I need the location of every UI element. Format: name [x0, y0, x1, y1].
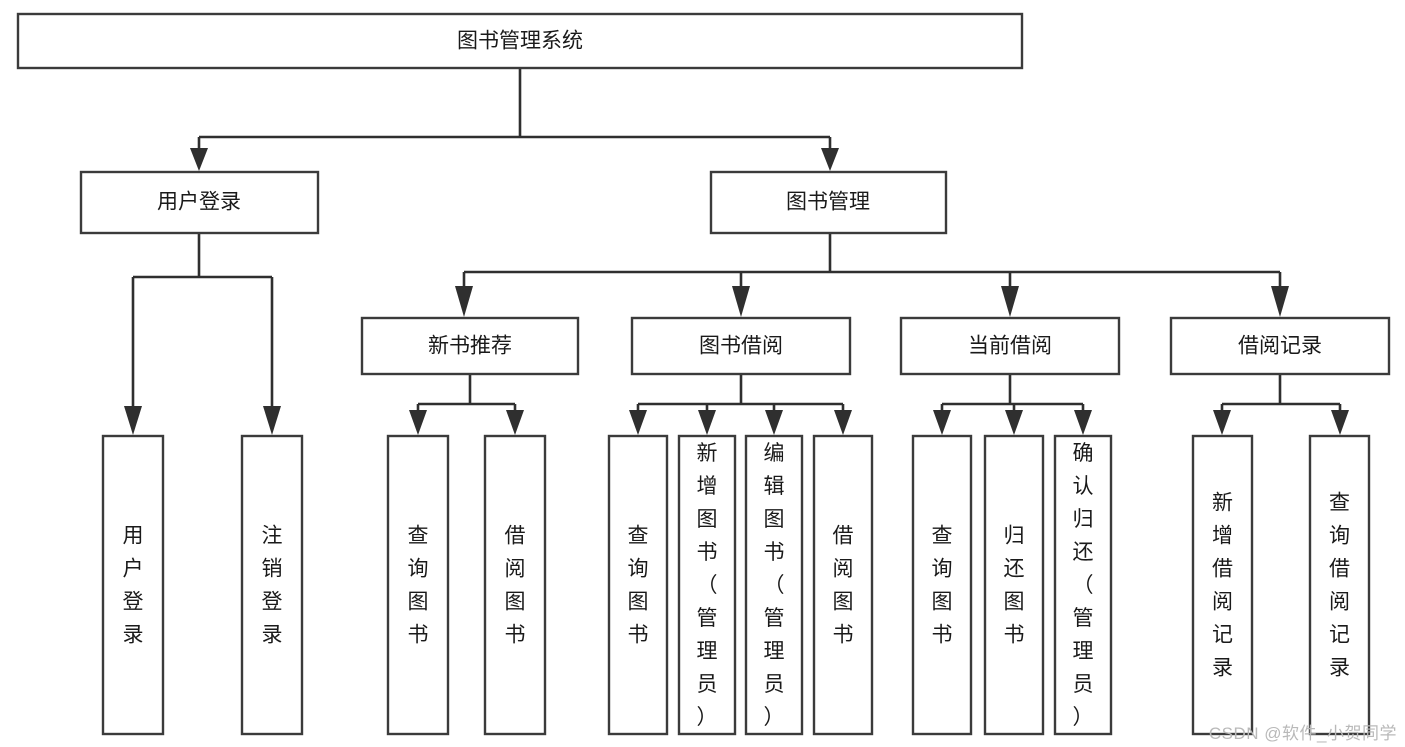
- arrow-head-leaf-return-book: [1005, 410, 1023, 435]
- node-leaf-query-book-current-label: 查询图书: [932, 525, 953, 647]
- node-user-login-label: 用户登录: [157, 191, 241, 214]
- node-leaf-add-borrow-record[interactable]: 新增借阅记录: [1191, 434, 1254, 736]
- node-leaf-add-borrow-record-label: 新增借阅记录: [1212, 492, 1233, 680]
- node-leaf-query-borrow-record-box[interactable]: [1308, 434, 1371, 736]
- node-leaf-user-login-box[interactable]: [101, 434, 165, 736]
- node-leaf-confirm-return-admin-box[interactable]: [1053, 434, 1113, 736]
- node-borrow-record[interactable]: 借阅记录: [1169, 316, 1391, 376]
- node-leaf-edit-book-admin-label: 编辑图书（管理员）: [764, 442, 785, 729]
- arrow-head-book-management: [821, 148, 839, 171]
- arrow-head-leaf-user-login: [124, 406, 142, 435]
- node-root[interactable]: 图书管理系统: [16, 12, 1024, 70]
- node-current-borrow-box[interactable]: [899, 316, 1121, 376]
- node-leaf-logout-label: 注销登录: [262, 525, 283, 647]
- node-book-borrow-box[interactable]: [630, 316, 852, 376]
- arrow-head-leaf-confirm-return-admin: [1074, 410, 1092, 435]
- node-leaf-borrow-book-recommend-label: 借阅图书: [505, 525, 526, 647]
- arrow-head-borrow-record: [1271, 286, 1289, 317]
- node-leaf-query-book-recommend[interactable]: 查询图书: [386, 434, 450, 736]
- node-leaf-query-book-borrow-label: 查询图书: [628, 525, 649, 647]
- node-leaf-add-borrow-record-box[interactable]: [1191, 434, 1254, 736]
- node-book-borrow-label: 图书借阅: [699, 335, 783, 358]
- arrow-head-current-borrow: [1001, 286, 1019, 317]
- node-leaf-query-book-recommend-label: 查询图书: [408, 525, 429, 647]
- node-book-management-box[interactable]: [709, 170, 948, 235]
- node-leaf-borrow-book-recommend-box[interactable]: [483, 434, 547, 736]
- node-leaf-query-book-recommend-box[interactable]: [386, 434, 450, 736]
- node-current-borrow-label: 当前借阅: [968, 335, 1052, 358]
- node-leaf-borrow-book-recommend[interactable]: 借阅图书: [483, 434, 547, 736]
- node-leaf-user-login[interactable]: 用户登录: [101, 434, 165, 736]
- node-leaf-edit-book-admin-box[interactable]: [744, 434, 804, 736]
- node-leaf-user-login-label: 用户登录: [123, 525, 144, 647]
- node-leaf-logout[interactable]: 注销登录: [240, 434, 304, 736]
- node-leaf-query-book-current-box[interactable]: [911, 434, 973, 736]
- node-leaf-query-borrow-record[interactable]: 查询借阅记录: [1308, 434, 1371, 736]
- arrow-head-leaf-query-book-current: [933, 410, 951, 435]
- node-leaf-borrow-book-box[interactable]: [812, 434, 874, 736]
- node-leaf-query-borrow-record-label: 查询借阅记录: [1329, 492, 1350, 680]
- node-leaf-logout-box[interactable]: [240, 434, 304, 736]
- node-leaf-query-book-borrow-box[interactable]: [607, 434, 669, 736]
- node-leaf-return-book-label: 归还图书: [1004, 525, 1025, 647]
- node-new-book-recommend-box[interactable]: [360, 316, 580, 376]
- node-leaf-edit-book-admin[interactable]: 编辑图书（管理员）: [744, 434, 804, 736]
- node-user-login-box[interactable]: [79, 170, 320, 235]
- leaf-layer: 用户登录 注销登录 查询图书 借阅图书 查询图书 新增图书（管理员） 编辑图书（管理员） 借阅…: [101, 434, 1371, 736]
- arrow-head-leaf-query-book-recommend: [409, 410, 427, 435]
- node-new-book-recommend-label: 新书推荐: [428, 335, 512, 358]
- node-leaf-borrow-book-label: 借阅图书: [833, 525, 854, 647]
- node-leaf-add-book-admin-label: 新增图书（管理员）: [697, 442, 718, 729]
- node-root-label: 图书管理系统: [457, 30, 583, 53]
- node-user-login[interactable]: 用户登录: [79, 170, 320, 235]
- arrow-head-leaf-borrow-book-recommend: [506, 410, 524, 435]
- node-leaf-confirm-return-admin[interactable]: 确认归还（管理员）: [1053, 434, 1113, 736]
- arrow-head-leaf-edit-book-admin: [765, 410, 783, 435]
- node-leaf-query-book-current[interactable]: 查询图书: [911, 434, 973, 736]
- csdn-watermark: CSDN @软件_小贺同学: [1208, 724, 1397, 743]
- node-root-box[interactable]: [16, 12, 1024, 70]
- node-book-borrow[interactable]: 图书借阅: [630, 316, 852, 376]
- node-new-book-recommend[interactable]: 新书推荐: [360, 316, 580, 376]
- arrow-head-book-borrow: [732, 286, 750, 317]
- arrow-head-leaf-query-book-borrow: [629, 410, 647, 435]
- node-leaf-confirm-return-admin-label: 确认归还（管理员）: [1073, 442, 1094, 729]
- node-leaf-query-book-borrow[interactable]: 查询图书: [607, 434, 669, 736]
- node-leaf-add-book-admin[interactable]: 新增图书（管理员）: [677, 434, 737, 736]
- connector-layer: [124, 68, 1349, 435]
- arrow-head-leaf-borrow-book: [834, 410, 852, 435]
- arrow-head-leaf-add-borrow-record: [1213, 410, 1231, 435]
- node-current-borrow[interactable]: 当前借阅: [899, 316, 1121, 376]
- arrow-head-leaf-query-borrow-record: [1331, 410, 1349, 435]
- node-book-management-label: 图书管理: [786, 191, 870, 214]
- arrow-head-leaf-add-book-admin: [698, 410, 716, 435]
- node-leaf-return-book[interactable]: 归还图书: [983, 434, 1045, 736]
- node-borrow-record-box[interactable]: [1169, 316, 1391, 376]
- node-book-management[interactable]: 图书管理: [709, 170, 948, 235]
- node-leaf-borrow-book[interactable]: 借阅图书: [812, 434, 874, 736]
- node-borrow-record-label: 借阅记录: [1238, 335, 1322, 358]
- arrow-head-leaf-logout: [263, 406, 281, 435]
- node-leaf-return-book-box[interactable]: [983, 434, 1045, 736]
- arrow-head-user-login: [190, 148, 208, 171]
- node-leaf-add-book-admin-box[interactable]: [677, 434, 737, 736]
- arrow-head-new-book-recommend: [455, 286, 473, 317]
